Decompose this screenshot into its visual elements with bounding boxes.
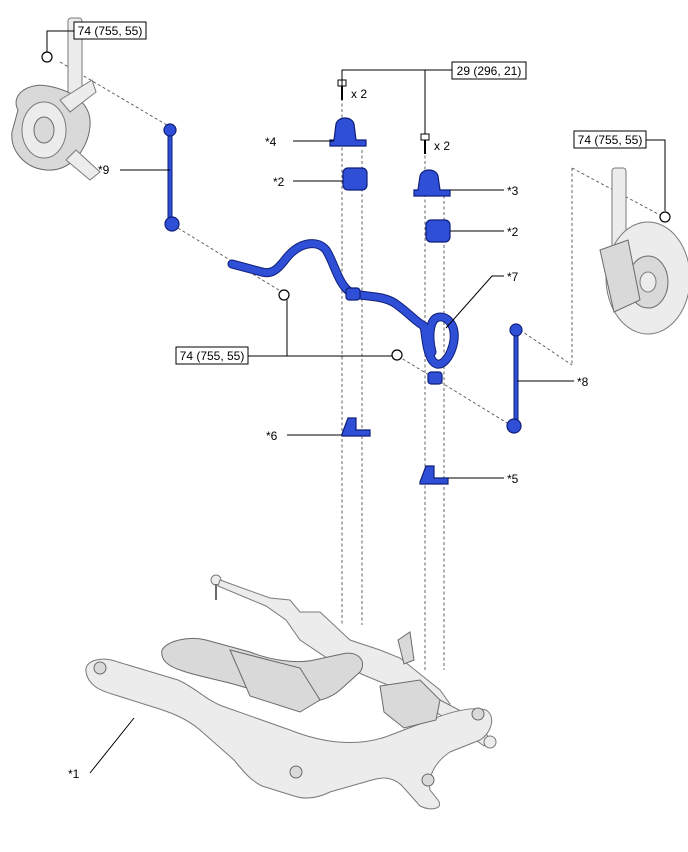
torque-value: 74 (755, 55) bbox=[180, 349, 245, 363]
bracket-lower-right bbox=[419, 465, 449, 485]
callout-1: *1 bbox=[68, 767, 80, 781]
stabilizer-bar bbox=[227, 239, 459, 385]
brake-disc-right bbox=[599, 167, 688, 335]
bushing-left bbox=[342, 167, 368, 191]
front-suspension-crossmember bbox=[85, 637, 493, 810]
callout-2-left: *2 bbox=[273, 175, 285, 189]
bracket-lower-left bbox=[341, 417, 371, 437]
torque-label-top-left: 74 (755, 55) bbox=[73, 21, 147, 40]
alignment-lines bbox=[59, 61, 661, 670]
bracket-upper-left bbox=[329, 117, 367, 147]
leader-lines bbox=[46, 30, 666, 774]
callout-2-right: *2 bbox=[507, 225, 519, 239]
stabilizer-link-left bbox=[163, 123, 180, 232]
callout-7: *7 bbox=[507, 270, 519, 284]
steering-knuckle-left bbox=[11, 17, 101, 181]
nut-icon bbox=[41, 51, 53, 63]
torque-label-middle: 74 (755, 55) bbox=[175, 346, 249, 365]
bolt-icon bbox=[420, 133, 430, 154]
nut-icon bbox=[278, 289, 290, 301]
torque-value: 29 (296, 21) bbox=[457, 64, 522, 78]
stabilizer-link-right bbox=[506, 323, 523, 434]
callout-4: *4 bbox=[265, 135, 277, 149]
torque-label-right: 74 (755, 55) bbox=[573, 130, 647, 149]
bracket-upper-right bbox=[413, 169, 451, 197]
callout-8: *8 bbox=[577, 375, 589, 389]
torque-label-top-center: 29 (296, 21) bbox=[451, 61, 527, 80]
nut-icon bbox=[659, 211, 671, 223]
bolt-quantity-left: x 2 bbox=[351, 87, 367, 101]
bolt-quantity-right: x 2 bbox=[434, 139, 450, 153]
callout-3: *3 bbox=[507, 184, 519, 198]
callout-5: *5 bbox=[507, 472, 519, 486]
torque-value: 74 (755, 55) bbox=[78, 24, 143, 38]
nut-icon bbox=[391, 349, 403, 361]
callout-9: *9 bbox=[98, 163, 110, 177]
bushing-right bbox=[425, 219, 451, 243]
torque-value: 74 (755, 55) bbox=[578, 133, 643, 147]
callout-6: *6 bbox=[266, 429, 278, 443]
